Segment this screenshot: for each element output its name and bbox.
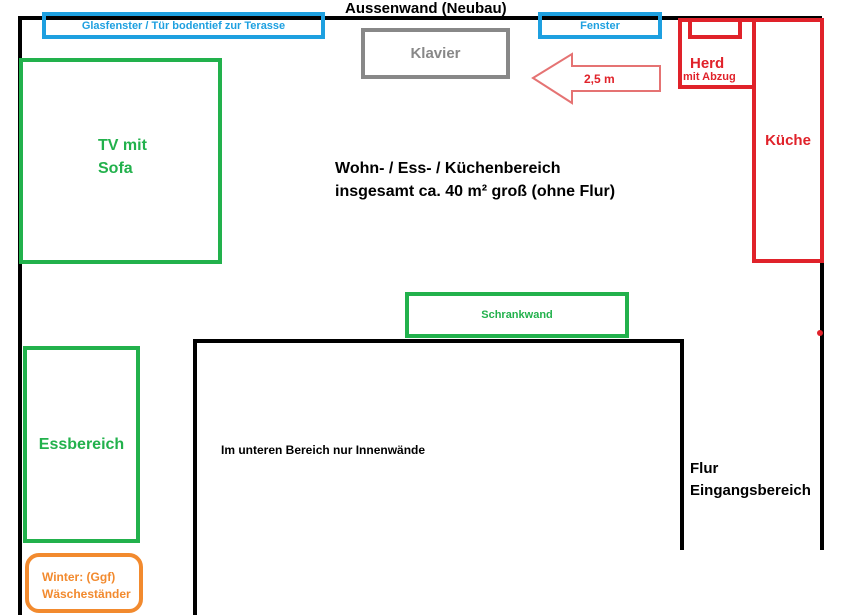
inner-walls-note: Im unteren Bereich nur Innenwände <box>221 443 426 457</box>
laundry-box <box>25 553 143 613</box>
outer-wall-label: Aussenwand (Neubau) <box>345 0 507 17</box>
laundry-label: Winter: (Ggf) Wäscheständer <box>42 570 131 601</box>
wall-unit-label: Schrankwand <box>481 309 553 321</box>
piano-label: Klavier <box>410 45 461 62</box>
kitchen-label: Küche <box>765 132 811 149</box>
terrace-window-label: Glasfenster / Tür bodentief zur Terasse <box>81 19 286 32</box>
area-size: insgesamt ca. 40 m² groß (ohne Flur) <box>335 183 616 200</box>
kitchen-box: Küche <box>752 18 824 263</box>
dining-box: Essbereich <box>23 346 140 543</box>
distance-label: 2,5 m <box>584 72 615 86</box>
distance-arrow <box>531 52 661 105</box>
area-title: Wohn- / Ess- / Küchenbereich <box>335 160 561 177</box>
hallway-label: Flur Eingangsbereich <box>690 460 811 499</box>
wall-unit-box: Schrankwand <box>405 292 629 338</box>
piano-box: Klavier <box>361 28 510 79</box>
kitchen-window: Fenster <box>538 12 662 39</box>
tv-sofa-box <box>19 58 222 264</box>
stove-label: Herd <box>690 55 725 72</box>
tv-sofa-label: TV mit Sofa <box>98 137 147 177</box>
stove-hood-box <box>688 18 742 39</box>
dining-label: Essbereich <box>38 435 125 453</box>
terrace-window: Glasfenster / Tür bodentief zur Terasse <box>42 12 325 39</box>
stove-note: mit Abzug <box>683 71 736 83</box>
kitchen-window-label: Fenster <box>580 19 620 32</box>
wall-marker-dot <box>817 330 823 336</box>
